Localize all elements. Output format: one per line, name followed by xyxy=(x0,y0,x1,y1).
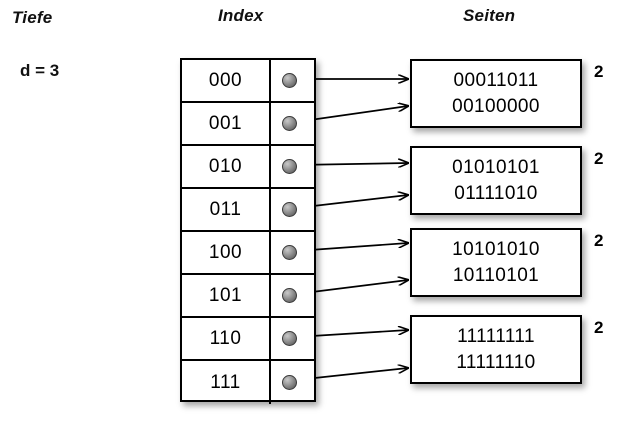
page-record: 00100000 xyxy=(452,95,540,117)
index-row[interactable]: 100 xyxy=(182,232,314,275)
index-row[interactable]: 101 xyxy=(182,275,314,318)
page-count-label: 2 xyxy=(594,149,604,168)
index-row[interactable]: 111 xyxy=(182,361,314,404)
page-record: 00011011 xyxy=(453,69,539,91)
page-box[interactable]: 01010101 01111010 xyxy=(410,146,582,215)
index-row[interactable]: 000 xyxy=(182,60,314,103)
column-heading-depth: Tiefe xyxy=(12,8,53,27)
index-key: 111 xyxy=(182,361,271,404)
index-pointer-cell[interactable] xyxy=(271,361,314,404)
pointer-dot-icon xyxy=(282,375,297,390)
index-row[interactable]: 011 xyxy=(182,189,314,232)
pointer-dot-icon xyxy=(282,288,297,303)
page-record: 10101010 xyxy=(452,238,540,260)
index-key: 011 xyxy=(182,189,271,230)
page-record: 01111010 xyxy=(454,182,538,204)
index-pointer-cell[interactable] xyxy=(271,60,314,101)
column-heading-index: Index xyxy=(218,6,264,25)
index-key: 001 xyxy=(182,103,271,144)
index-row[interactable]: 110 xyxy=(182,318,314,361)
page-box[interactable]: 11111111 11111110 xyxy=(410,315,582,384)
page-record: 10110101 xyxy=(452,264,540,286)
index-key: 100 xyxy=(182,232,271,273)
index-key: 110 xyxy=(182,318,271,359)
pointer-dot-icon xyxy=(282,202,297,217)
index-key: 000 xyxy=(182,60,271,101)
page-count-label: 2 xyxy=(594,231,604,250)
index-pointer-cell[interactable] xyxy=(271,146,314,187)
page-record: 11111111 xyxy=(457,325,535,347)
index-pointer-cell[interactable] xyxy=(271,103,314,144)
pointer-dot-icon xyxy=(282,245,297,260)
page-box[interactable]: 10101010 10110101 xyxy=(410,228,582,297)
pointer-dot-icon xyxy=(282,331,297,346)
page-record: 01010101 xyxy=(452,156,540,178)
page-record: 11111110 xyxy=(456,351,536,373)
pointer-dot-icon xyxy=(282,116,297,131)
index-table: 000 001 010 011 100 101 110 111 xyxy=(180,58,316,404)
index-key: 101 xyxy=(182,275,271,316)
index-key: 010 xyxy=(182,146,271,187)
index-pointer-cell[interactable] xyxy=(271,189,314,230)
depth-value-label: d = 3 xyxy=(20,61,60,80)
index-row[interactable]: 001 xyxy=(182,103,314,146)
index-row[interactable]: 010 xyxy=(182,146,314,189)
index-pointer-cell[interactable] xyxy=(271,232,314,273)
pointer-dot-icon xyxy=(282,73,297,88)
index-pointer-cell[interactable] xyxy=(271,275,314,316)
index-pointer-cell[interactable] xyxy=(271,318,314,359)
column-heading-pages: Seiten xyxy=(463,6,516,25)
page-box[interactable]: 00011011 00100000 xyxy=(410,59,582,128)
page-count-label: 2 xyxy=(594,318,604,337)
page-count-label: 2 xyxy=(594,62,604,81)
pointer-dot-icon xyxy=(282,159,297,174)
